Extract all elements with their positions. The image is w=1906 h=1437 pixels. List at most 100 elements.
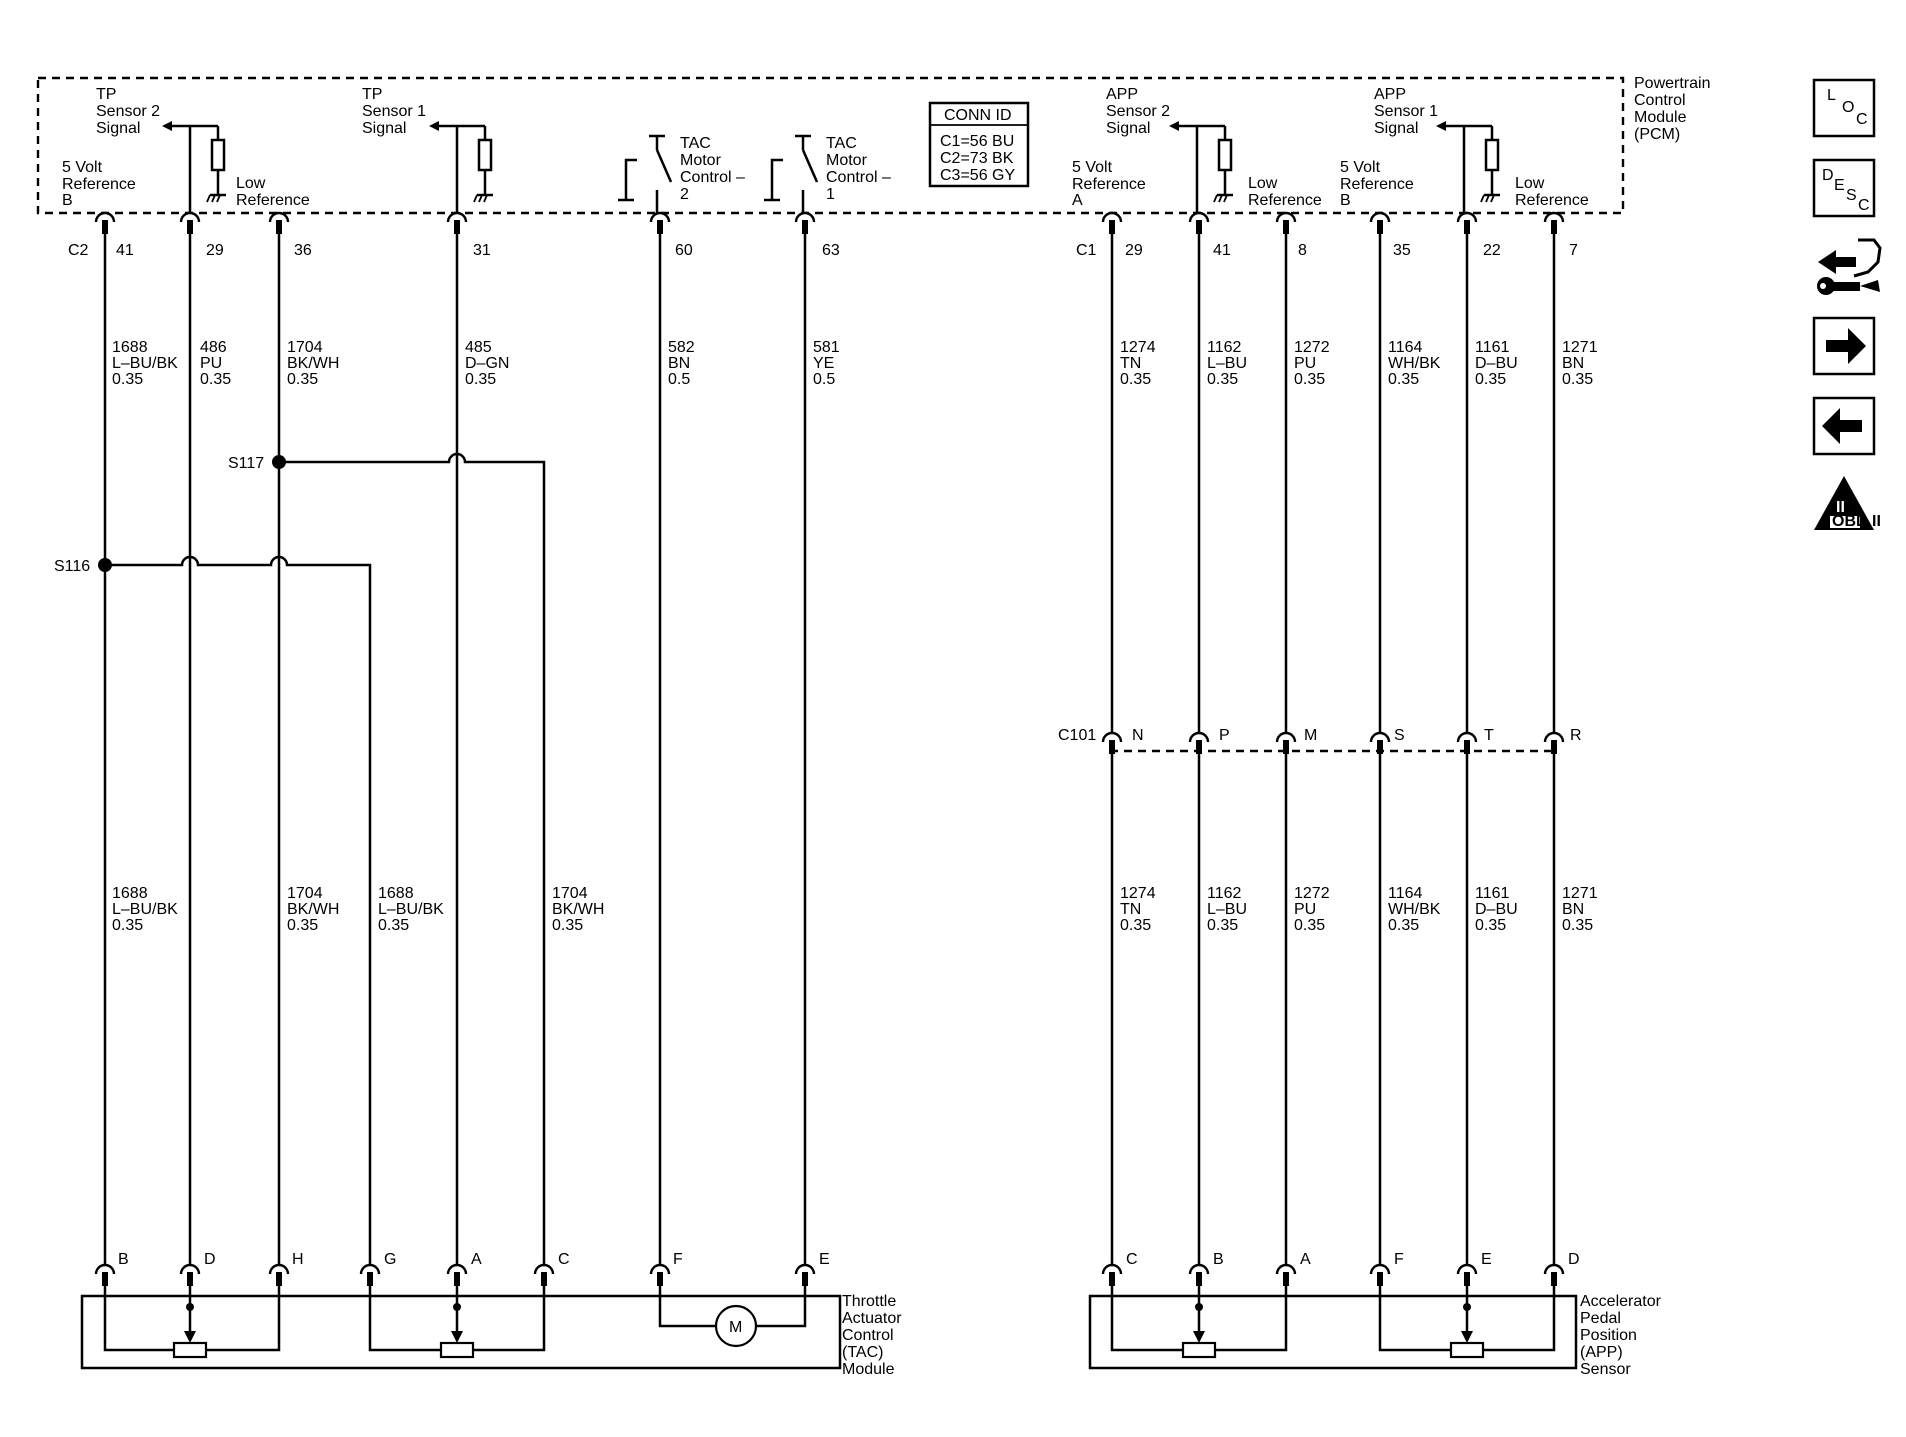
svg-text:Sensor: Sensor	[1580, 1361, 1631, 1378]
svg-text:(APP): (APP)	[1580, 1344, 1623, 1361]
svg-text:Motor: Motor	[680, 152, 722, 169]
svg-text:BK/WH: BK/WH	[287, 901, 339, 918]
svg-text:Signal: Signal	[362, 120, 406, 137]
svg-text:TAC: TAC	[680, 135, 711, 152]
svg-text:E: E	[1834, 177, 1845, 194]
svg-text:Control: Control	[1634, 92, 1686, 109]
pcm-c2-terminal	[94, 211, 116, 234]
svg-text:BK/WH: BK/WH	[287, 355, 339, 372]
wire-labels-right-bottom: 1274 TN 0.35 1162 L–BU 0.35 1272 PU 0.35…	[1120, 885, 1598, 934]
svg-text:29: 29	[206, 242, 224, 259]
pcm-c2-terminal	[268, 211, 290, 234]
svg-text:F: F	[673, 1251, 683, 1268]
svg-text:60: 60	[675, 242, 693, 259]
location-icon[interactable]: L O C	[1812, 78, 1876, 138]
svg-text:TN: TN	[1120, 355, 1141, 372]
tac-terminal	[446, 1263, 468, 1286]
svg-text:Position: Position	[1580, 1327, 1637, 1344]
svg-text:BN: BN	[1562, 355, 1584, 372]
app-terminal	[1456, 1263, 1478, 1286]
svg-text:0.35: 0.35	[1294, 917, 1325, 934]
next-page-icon[interactable]	[1812, 316, 1876, 376]
svg-text:1274: 1274	[1120, 885, 1156, 902]
tac-terminal	[533, 1263, 555, 1286]
splice-s117: S117	[228, 455, 286, 472]
svg-text:TN: TN	[1120, 901, 1141, 918]
svg-text:P: P	[1219, 727, 1230, 744]
svg-text:TP: TP	[96, 86, 116, 103]
connector-c1-labels: C1 29 41 8 35 22 7	[1076, 242, 1578, 259]
svg-text:41: 41	[116, 242, 134, 259]
svg-text:0.35: 0.35	[552, 917, 583, 934]
svg-text:Sensor 1: Sensor 1	[1374, 103, 1438, 120]
connector-repair-icon[interactable]	[1817, 238, 1882, 295]
svg-text:C1: C1	[1076, 242, 1097, 259]
svg-text:Low: Low	[1248, 175, 1278, 192]
obd-ii-icon[interactable]: II OBD II	[1814, 476, 1881, 530]
svg-text:OBD II: OBD II	[1832, 513, 1881, 530]
svg-text:1164: 1164	[1388, 339, 1423, 356]
svg-text:WH/BK: WH/BK	[1388, 355, 1441, 372]
svg-text:2: 2	[680, 186, 689, 203]
svg-text:0.35: 0.35	[200, 371, 231, 388]
c101-terminal	[1543, 731, 1565, 754]
svg-text:B: B	[1213, 1251, 1224, 1268]
svg-text:Sensor 2: Sensor 2	[96, 103, 160, 120]
pcm-c2-terminal	[446, 211, 468, 234]
svg-text:Sensor 1: Sensor 1	[362, 103, 426, 120]
wire-labels-left-top: 1688 L–BU/BK 0.35 486 PU 0.35 1704 BK/WH…	[112, 339, 840, 388]
svg-text:C: C	[1856, 111, 1868, 128]
svg-text:(TAC): (TAC)	[842, 1344, 883, 1361]
pcm-outline	[36, 76, 1625, 215]
svg-text:0.35: 0.35	[1562, 371, 1593, 388]
svg-text:0.35: 0.35	[1120, 917, 1151, 934]
svg-text:1: 1	[826, 186, 835, 203]
svg-text:0.35: 0.35	[1388, 917, 1419, 934]
svg-text:5 Volt: 5 Volt	[62, 159, 103, 176]
pcm-c1-terminal	[1369, 211, 1391, 234]
description-icon[interactable]: D E S C	[1812, 158, 1876, 218]
svg-text:TAC: TAC	[826, 135, 857, 152]
c101-terminal	[1188, 731, 1210, 754]
svg-text:H: H	[292, 1251, 304, 1268]
svg-text:1272: 1272	[1294, 885, 1330, 902]
svg-text:0.35: 0.35	[1562, 917, 1593, 934]
svg-text:B: B	[1340, 192, 1351, 209]
svg-text:CONN ID: CONN ID	[944, 107, 1012, 124]
svg-text:1162: 1162	[1207, 339, 1242, 356]
svg-text:E: E	[819, 1251, 830, 1268]
svg-text:Pedal: Pedal	[1580, 1310, 1621, 1327]
svg-text:Signal: Signal	[96, 120, 140, 137]
svg-text:S: S	[1394, 727, 1405, 744]
svg-text:Control: Control	[842, 1327, 894, 1344]
previous-page-icon[interactable]	[1812, 396, 1876, 456]
app-terminal	[1369, 1263, 1391, 1286]
svg-text:R: R	[1570, 727, 1582, 744]
svg-text:M: M	[1304, 727, 1317, 744]
svg-text:0.35: 0.35	[1475, 917, 1506, 934]
pcm-c2-terminal	[179, 211, 201, 234]
svg-text:Signal: Signal	[1106, 120, 1150, 137]
svg-text:APP: APP	[1106, 86, 1138, 103]
splice-s116: S116	[54, 558, 112, 575]
app-sensor	[1088, 1286, 1578, 1370]
svg-text:PU: PU	[200, 355, 222, 372]
c101-terminal	[1456, 731, 1478, 754]
svg-text:Reference: Reference	[236, 192, 310, 209]
svg-text:B: B	[118, 1251, 129, 1268]
svg-text:1271: 1271	[1562, 885, 1598, 902]
svg-text:581: 581	[813, 339, 840, 356]
svg-text:1164: 1164	[1388, 885, 1423, 902]
svg-text:PU: PU	[1294, 901, 1316, 918]
svg-text:Reference: Reference	[1515, 192, 1589, 209]
app-sensor-label: Accelerator Pedal Position (APP) Sensor	[1580, 1293, 1662, 1378]
svg-text:1272: 1272	[1294, 339, 1330, 356]
svg-text:D: D	[1822, 167, 1834, 184]
tac-module-label: Throttle Actuator Control (TAC) Module	[842, 1293, 902, 1378]
svg-text:L–BU/BK: L–BU/BK	[112, 355, 178, 372]
svg-text:0.5: 0.5	[813, 371, 835, 388]
svg-text:TP: TP	[362, 86, 382, 103]
svg-text:5 Volt: 5 Volt	[1340, 159, 1381, 176]
svg-text:Low: Low	[1515, 175, 1545, 192]
app-terminal	[1101, 1263, 1123, 1286]
